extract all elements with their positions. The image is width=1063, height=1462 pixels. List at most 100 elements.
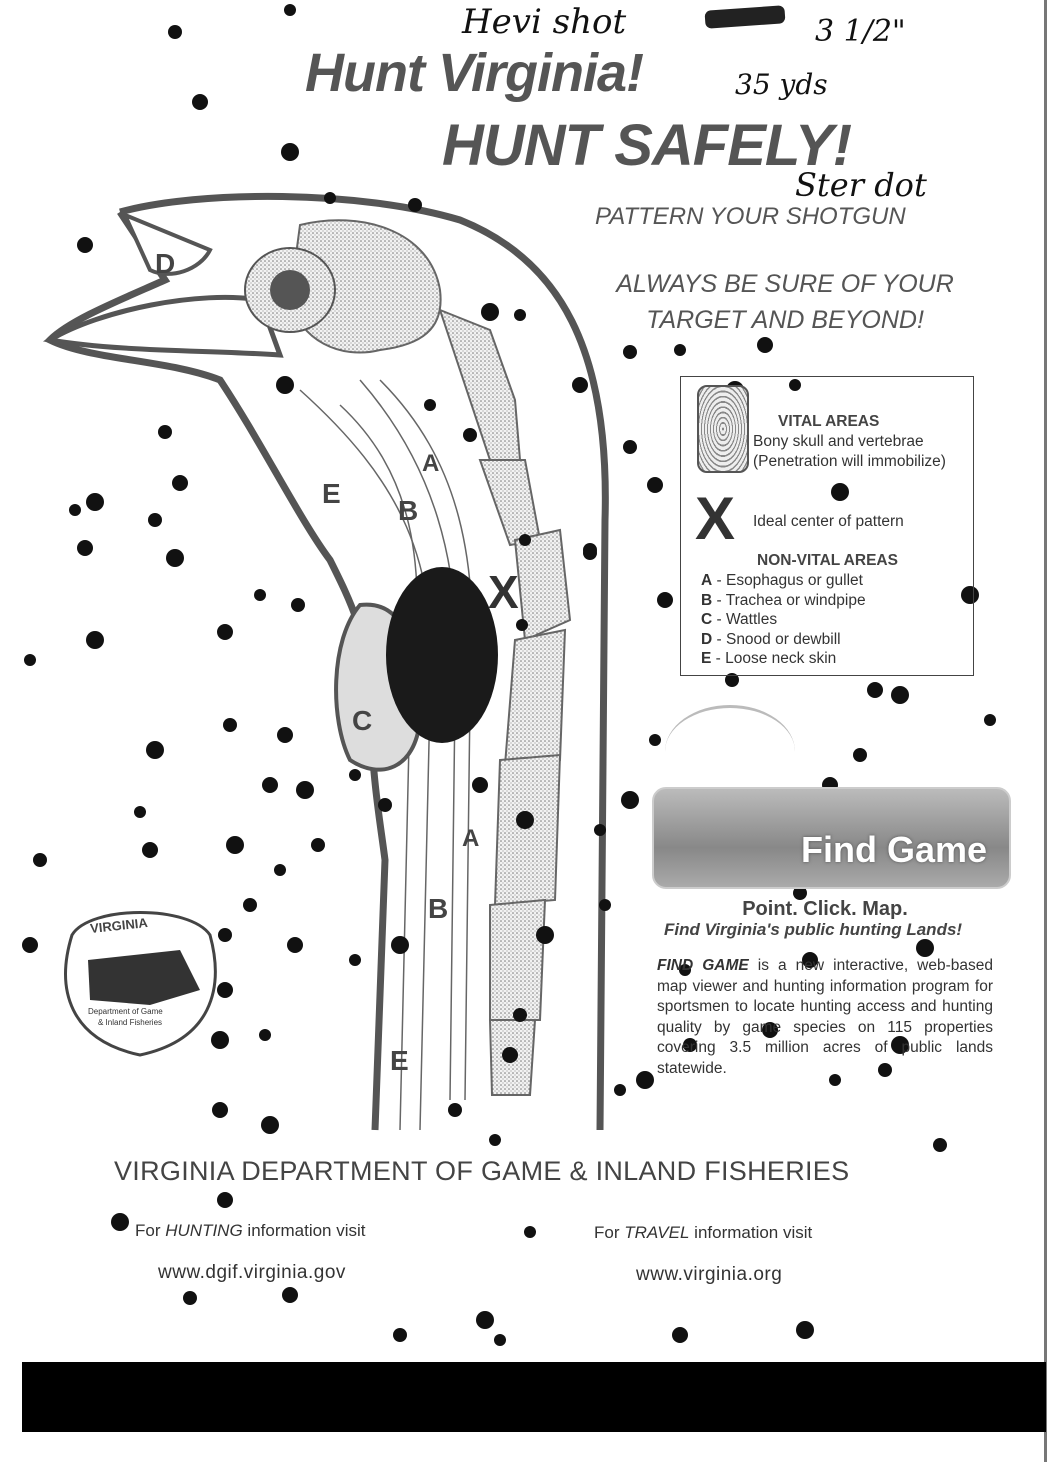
vital-line-2: (Penetration will immobilize): [753, 453, 946, 470]
pellet-hole: [524, 1226, 536, 1238]
pellet-hole: [243, 898, 257, 912]
safety-line-1: ALWAYS BE SURE OF YOUR: [616, 270, 954, 298]
pellet-hole: [166, 549, 184, 567]
travel-url[interactable]: www.virginia.org: [636, 1264, 783, 1285]
pellet-hole: [802, 952, 818, 968]
pellet-hole: [211, 1031, 229, 1049]
pellet-hole: [572, 377, 588, 393]
find-game-tagline: Point. Click. Map.: [742, 898, 908, 920]
pellet-hole: [853, 748, 867, 762]
pellet-hole: [494, 1334, 506, 1346]
pellet-hole: [984, 714, 996, 726]
pellet-hole: [281, 143, 299, 161]
label-e-lower: E: [390, 1045, 409, 1076]
pellet-hole: [762, 1022, 778, 1038]
find-game-banner-text: Find Game: [800, 829, 987, 870]
pellet-hole: [424, 399, 436, 411]
pellet-hole: [513, 1008, 527, 1022]
title-hunt-safely: HUNT SAFELY!: [442, 113, 852, 178]
handwritten-shell: 3 1/2": [815, 14, 906, 49]
pellet-hole: [111, 1213, 129, 1231]
safety-message: ALWAYS BE SURE OF YOUR TARGET AND BEYOND…: [560, 266, 1010, 338]
pellet-hole: [831, 483, 849, 501]
seal-bottom-2: & Inland Fisheries: [98, 1018, 163, 1027]
hunting-info-text: For HUNTING information visit: [135, 1221, 366, 1240]
pellet-hole: [217, 624, 233, 640]
label-x: X: [488, 566, 519, 618]
label-a: A: [422, 450, 440, 477]
vertebrae: [438, 308, 572, 1096]
pellet-hole: [683, 1038, 697, 1052]
pellet-hole: [277, 727, 293, 743]
pellet-hole: [636, 1071, 654, 1089]
pellet-hole: [599, 899, 611, 911]
label-c: C: [352, 705, 373, 736]
pellet-hole: [891, 686, 909, 704]
pellet-hole: [77, 540, 93, 556]
beak: [42, 294, 284, 358]
pellet-hole: [284, 4, 296, 16]
pellet-hole: [142, 842, 158, 858]
pellet-hole: [349, 769, 361, 781]
hunting-url[interactable]: www.dgif.virginia.gov: [158, 1262, 346, 1283]
nonvital-list: A - Esophagus or gullet B - Trachea or w…: [701, 571, 866, 669]
vital-title: VITAL AREAS: [778, 413, 880, 430]
pellet-hole: [481, 303, 499, 321]
pellet-hole: [254, 589, 266, 601]
pellet-hole: [146, 741, 164, 759]
x-label: Ideal center of pattern: [753, 513, 904, 530]
pellet-hole: [287, 937, 303, 953]
pellet-hole: [158, 425, 172, 439]
pellet-hole: [261, 1116, 279, 1134]
pellet-hole: [516, 619, 528, 631]
find-game-banner: Find Game: [652, 787, 1011, 889]
handwritten-distance: 35 yds: [735, 68, 828, 101]
pellet-hole: [623, 440, 637, 454]
pellet-hole: [472, 777, 488, 793]
pellet-hole: [878, 1063, 892, 1077]
pellet-hole: [311, 838, 325, 852]
pellet-hole: [86, 493, 104, 511]
handwritten-choke: Ster dot: [795, 166, 927, 204]
pellet-hole: [672, 1327, 688, 1343]
pellet-hole: [725, 673, 739, 687]
pellet-hole: [324, 192, 336, 204]
nonvital-item: C - Wattles: [701, 611, 778, 629]
pellet-hole: [514, 309, 526, 321]
pellet-hole: [259, 1029, 271, 1041]
neck-outline-back: [119, 192, 609, 1131]
find-game-description: FIND GAME is a new interactive, web-base…: [657, 957, 993, 1077]
pellet-hole: [226, 836, 244, 854]
department-name: VIRGINIA DEPARTMENT OF GAME & INLAND FIS…: [114, 1156, 850, 1186]
vital-area-swatch: [697, 385, 749, 473]
pellet-hole: [757, 337, 773, 353]
pellet-hole: [291, 598, 305, 612]
find-game-subtitle: Find Virginia's public hunting Lands!: [664, 920, 963, 939]
travel-info-text: For TRAVEL information visit: [594, 1223, 813, 1242]
pellet-hole: [463, 428, 477, 442]
vital-line-1: Bony skull and vertebrae: [753, 433, 924, 450]
pellet-hole: [679, 964, 691, 976]
pellet-hole: [649, 734, 661, 746]
pellet-hole: [276, 376, 294, 394]
pellet-hole: [378, 798, 392, 812]
pellet-hole: [489, 1134, 501, 1146]
pellet-hole: [829, 1074, 841, 1086]
legend-box: VITAL AREAS Bony skull and vertebrae (Pe…: [680, 376, 974, 676]
label-b: B: [398, 495, 419, 526]
pellet-hole: [961, 586, 979, 604]
scan-edge: [1044, 0, 1047, 1462]
pellet-hole: [24, 654, 36, 666]
pellet-hole: [183, 1291, 197, 1305]
pellet-hole: [502, 1047, 518, 1063]
pellet-hole: [789, 379, 801, 391]
pellet-hole: [218, 928, 232, 942]
pellet-hole: [933, 1138, 947, 1152]
virginia-map-shape: [88, 950, 200, 1005]
skull: [288, 219, 442, 354]
pellet-hole: [516, 811, 534, 829]
pellet-holes: [22, 4, 996, 1346]
pellet-hole: [77, 237, 93, 253]
pellet-hole: [796, 1321, 814, 1339]
